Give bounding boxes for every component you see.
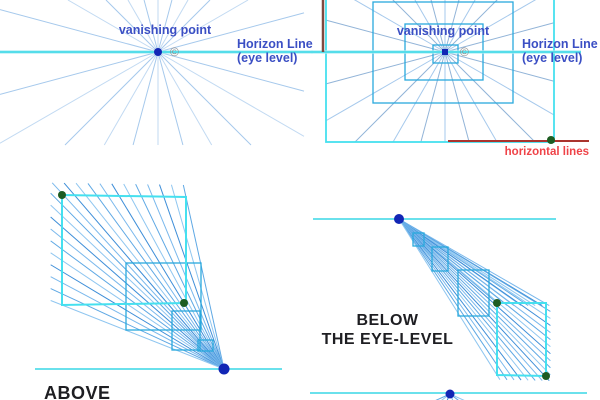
tl-starburst [0,0,305,146]
marker-dots [58,48,555,399]
tr-starburst [325,0,555,143]
accent-lines [321,0,589,142]
br-perspective-fan [398,218,551,382]
